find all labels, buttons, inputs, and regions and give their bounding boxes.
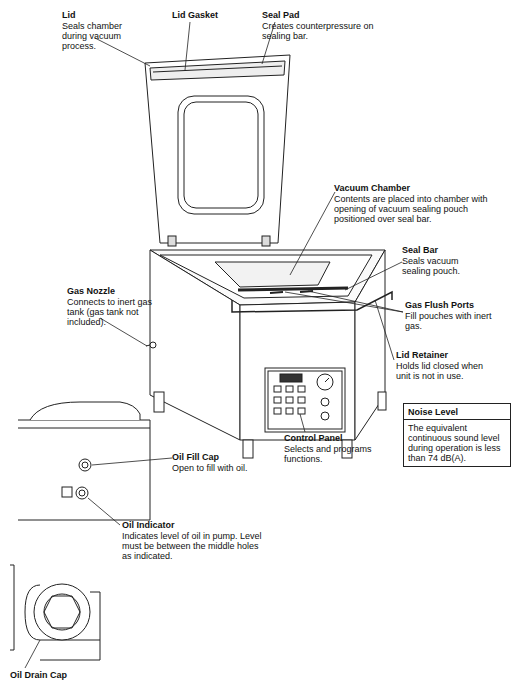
part-description: Holds lid closed when unit is not in use… (396, 361, 486, 381)
part-description: Seals chamber during vacuum process. (62, 21, 132, 51)
part-name: Control Panel (284, 433, 394, 443)
part-name: Lid Gasket (172, 10, 252, 20)
leader-lines (25, 22, 403, 668)
control-panel-drawing (265, 368, 345, 432)
part-name: Lid (62, 10, 152, 20)
machine-body (146, 250, 392, 458)
part-name: Seal Bar (402, 245, 502, 255)
part-description: Contents are placed into chamber with op… (334, 194, 499, 224)
part-description: Open to fill with oil. (172, 463, 272, 473)
part-name: Gas Flush Ports (405, 300, 505, 310)
note-box: Noise LevelThe equivalent continuous sou… (403, 403, 511, 467)
part-description: Connects to inert gas tank (gas tank not… (67, 297, 159, 327)
part-name: Gas Nozzle (67, 286, 157, 296)
part-description: Selects and programs functions. (284, 444, 379, 464)
part-name: Oil Drain Cap (10, 670, 110, 680)
part-name: Seal Pad (262, 10, 342, 20)
lid-drawing (145, 55, 290, 246)
side-view-drawing (18, 402, 150, 520)
part-description: Seals vacuum sealing pouch. (402, 256, 482, 276)
part-name: Oil Indicator (122, 520, 302, 530)
oil-detail-drawing (10, 565, 100, 660)
part-name: Lid Retainer (396, 350, 496, 360)
part-description: Indicates level of oil in pump. Level mu… (122, 531, 267, 561)
note-heading: Noise Level (404, 404, 510, 420)
part-description: Fill pouches with inert gas. (405, 311, 495, 331)
part-name: Vacuum Chamber (334, 183, 504, 193)
part-description: Creates counterpressure on sealing bar. (262, 21, 382, 41)
note-body: The equivalent continuous sound level du… (408, 423, 506, 463)
part-name: Oil Fill Cap (172, 452, 272, 462)
